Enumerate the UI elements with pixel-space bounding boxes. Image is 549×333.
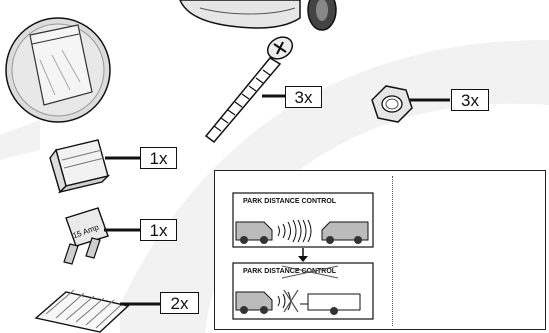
housing-icon [50, 140, 140, 192]
fuse-quantity-label: 1x [140, 219, 177, 241]
housing-quantity-label: 1x [140, 147, 177, 169]
decal-panel [214, 170, 546, 330]
label-sheet-quantity-label: 2x [160, 292, 199, 314]
bag-icon [6, 18, 110, 122]
nut-quantity-label: 3x [451, 89, 489, 111]
fuse-icon: 15 Amp [64, 208, 140, 264]
panel-divider [392, 176, 393, 326]
car-illustration [180, 0, 336, 30]
screw-quantity-label: 3x [285, 86, 322, 108]
